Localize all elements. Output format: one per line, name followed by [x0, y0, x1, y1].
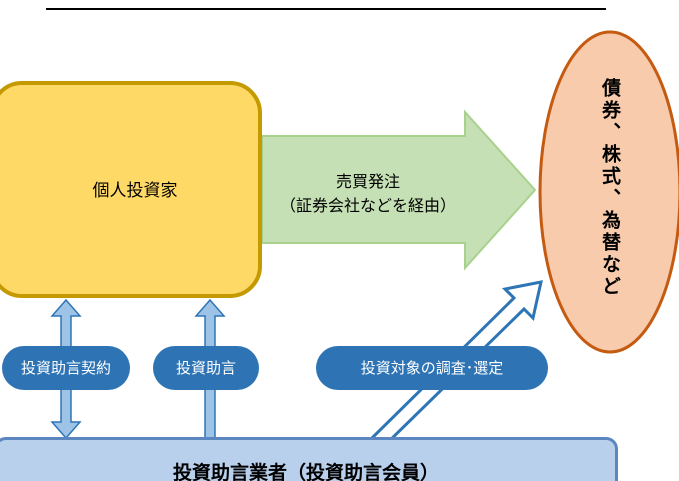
target-label: 債券、株式、為替など [599, 78, 621, 298]
order-label-line1: 売買発注 [335, 172, 400, 191]
advisor-box: 投資助言業者（投資助言会員） [0, 437, 618, 481]
contract-pill: 投資助言契約 [2, 346, 130, 390]
order-arrow [261, 109, 537, 271]
investor-label: 個人投資家 [92, 181, 178, 201]
order-label: 売買発注 （証券会社などを経由） [278, 170, 458, 218]
research-pill: 投資対象の調査･選定 [316, 346, 548, 390]
investor-box [0, 81, 262, 298]
cropped-title [46, 0, 606, 10]
order-label-line2: （証券会社などを経由） [279, 196, 456, 215]
target-oval [538, 30, 679, 354]
advice-pill: 投資助言 [153, 346, 259, 390]
advisor-label: 投資助言業者（投資助言会員） [172, 462, 439, 481]
